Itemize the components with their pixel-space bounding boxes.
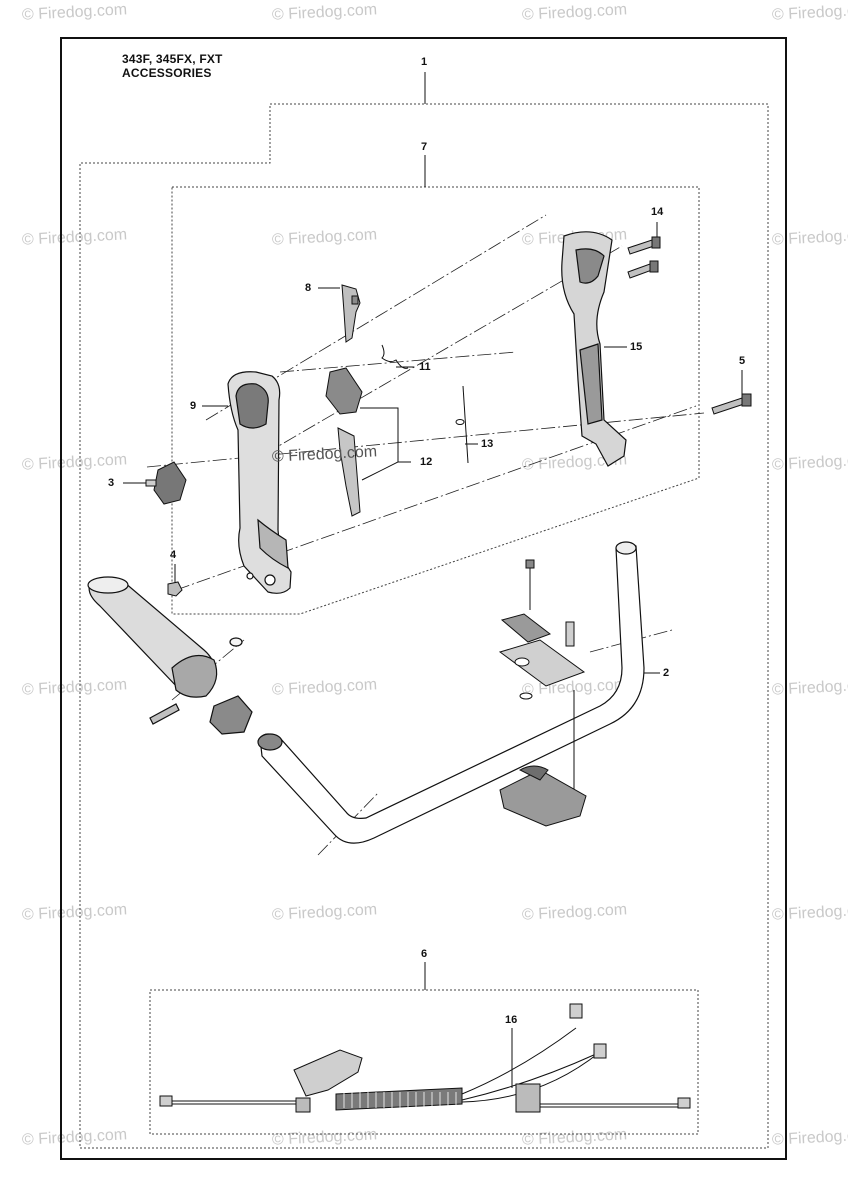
spring-part-11: [381, 344, 409, 369]
lever-part-12: [325, 367, 363, 517]
screw-part-5: [711, 393, 752, 415]
callout-1: 1: [421, 56, 428, 68]
nut-part-4: [167, 581, 183, 597]
callout-7: 7: [421, 141, 428, 153]
callout-2: 2: [663, 667, 670, 679]
handle-half-part-15: [561, 231, 627, 467]
callout-6: 6: [421, 948, 428, 960]
trigger-part-8: [341, 284, 361, 343]
callout-13: 13: [481, 438, 494, 450]
callout-15: 15: [630, 341, 643, 353]
title-section-line: ACCESSORIES: [122, 66, 212, 80]
callout-12: 12: [420, 456, 433, 468]
page-title: 343F, 345FX, FXT ACCESSORIES: [122, 52, 223, 80]
callout-5: 5: [739, 355, 746, 367]
loop-bar-part-2: [257, 541, 645, 844]
knob-part-3: [145, 461, 187, 505]
callout-9: 9: [190, 400, 197, 412]
wiring-harness-part-6: [159, 1003, 691, 1113]
screws-part-14: [627, 236, 661, 279]
callout-4: 4: [170, 549, 177, 561]
title-model-line: 343F, 345FX, FXT: [122, 52, 223, 66]
callout-leaders: [123, 222, 743, 1088]
drawing-frame: [60, 37, 787, 1160]
group-1-boundary: [79, 103, 769, 1149]
callout-8: 8: [305, 282, 312, 294]
group-7-boundary: [171, 186, 700, 615]
clamp-assembly: [498, 559, 587, 827]
group-6-boundary: [149, 989, 699, 1135]
assembly-boundaries: [79, 103, 769, 1149]
callout-16: 16: [505, 1014, 518, 1026]
callout-14: 14: [651, 206, 664, 218]
pin-part-13: [455, 385, 469, 464]
callout-3: 3: [108, 477, 115, 489]
handle-body-part-9: [227, 371, 292, 594]
callout-11: 11: [419, 361, 431, 373]
assembly-centerlines: [146, 214, 705, 856]
loop-handle-grip: [87, 576, 253, 735]
